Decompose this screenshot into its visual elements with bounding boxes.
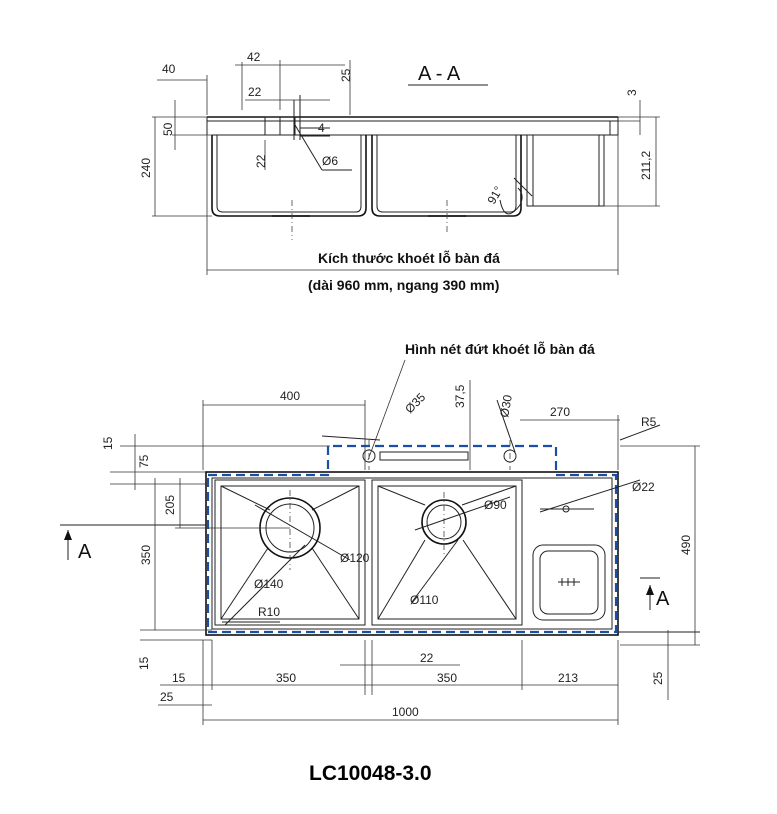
dim-25c: 25 — [160, 690, 174, 704]
dim-15a: 15 — [101, 436, 115, 450]
dim-490: 490 — [679, 535, 693, 555]
dim-75: 75 — [137, 454, 151, 468]
dim-42: 42 — [247, 50, 261, 64]
dim-40: 40 — [162, 62, 176, 76]
dim-r5: R5 — [641, 415, 657, 429]
dim-1000: 1000 — [392, 705, 419, 719]
dim-350b: 350 — [437, 671, 457, 685]
section-marker-left: A — [78, 541, 92, 563]
dim-37-5: 37,5 — [453, 384, 467, 408]
dim-3: 3 — [625, 89, 639, 96]
dim-o35: Ø35 — [402, 390, 428, 416]
dim-22a: 22 — [248, 85, 262, 99]
section-view: A - A — [139, 50, 660, 293]
dim-o30: Ø30 — [497, 393, 515, 418]
dim-400: 400 — [280, 389, 300, 403]
dim-4: 4 — [318, 121, 325, 135]
dim-22-gap: 22 — [420, 651, 434, 665]
dim-91deg: 91° — [484, 184, 505, 207]
dim-213: 213 — [558, 671, 578, 685]
dim-211: 211,2 — [639, 151, 653, 180]
plan-view: Hình nét đứt khoét lỗ bàn đá — [60, 341, 700, 725]
dim-350v: 350 — [139, 545, 153, 565]
section-title: A - A — [418, 63, 461, 85]
dim-o22: Ø22 — [632, 480, 655, 494]
dim-25: 25 — [339, 68, 353, 82]
dim-r10: R10 — [258, 605, 280, 619]
dim-205: 205 — [163, 495, 177, 515]
dim-25b: 25 — [651, 671, 665, 685]
dim-350a: 350 — [276, 671, 296, 685]
cutout-note-line1: Kích thước khoét lỗ bàn đá — [318, 250, 500, 266]
dim-22b: 22 — [254, 154, 268, 168]
dim-o90: Ø90 — [484, 498, 507, 512]
dim-o120: Ø120 — [340, 551, 370, 565]
section-marker-right: A — [656, 588, 670, 610]
dim-o110: Ø110 — [410, 593, 439, 607]
dim-240: 240 — [139, 158, 153, 178]
dim-o140: Ø140 — [254, 577, 284, 591]
dim-o6: Ø6 — [322, 154, 338, 168]
dashed-cutout-note: Hình nét đứt khoét lỗ bàn đá — [405, 341, 595, 357]
cutout-note-line2: (dài 960 mm, ngang 390 mm) — [308, 277, 499, 293]
dim-270: 270 — [550, 405, 570, 419]
dim-15b: 15 — [137, 656, 151, 670]
model-code: LC10048-3.0 — [309, 762, 432, 785]
dim-50: 50 — [161, 122, 175, 136]
dim-15c: 15 — [172, 671, 186, 685]
